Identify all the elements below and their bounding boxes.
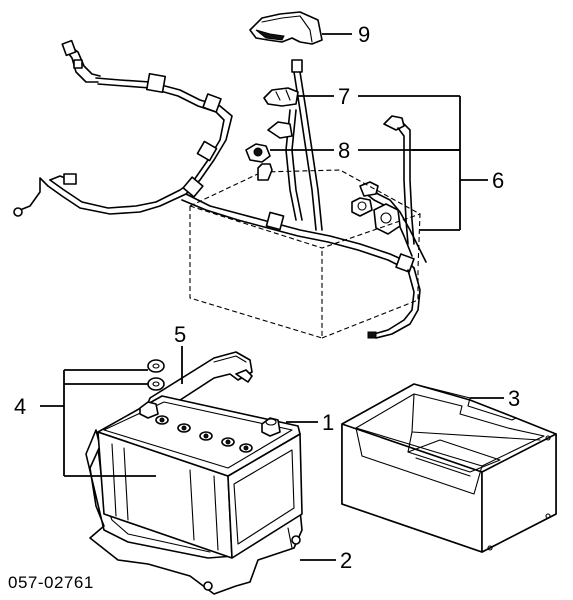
negative-terminal-cable (359, 115, 427, 263)
terminal-cover-part (249, 11, 323, 45)
callout-3: 3 (508, 386, 520, 411)
callout-9: 9 (358, 22, 370, 47)
diagram-code: 057-02761 (8, 573, 94, 592)
battery-cable-harness (13, 39, 421, 339)
battery-part (97, 395, 303, 559)
battery-outline-phantom (189, 163, 421, 339)
callout-6: 6 (492, 168, 504, 193)
callout-4: 4 (14, 394, 26, 419)
callout-2: 2 (340, 548, 352, 573)
callout-5: 5 (174, 322, 186, 347)
callout-labels: 9 7 8 6 5 4 1 3 2 (14, 22, 520, 573)
callout-1: 1 (322, 410, 334, 435)
callout-8: 8 (338, 138, 350, 163)
leader-lines (40, 33, 504, 561)
battery-box-part (341, 383, 557, 553)
callout-7: 7 (338, 84, 350, 109)
positive-terminal-cables (245, 59, 323, 231)
